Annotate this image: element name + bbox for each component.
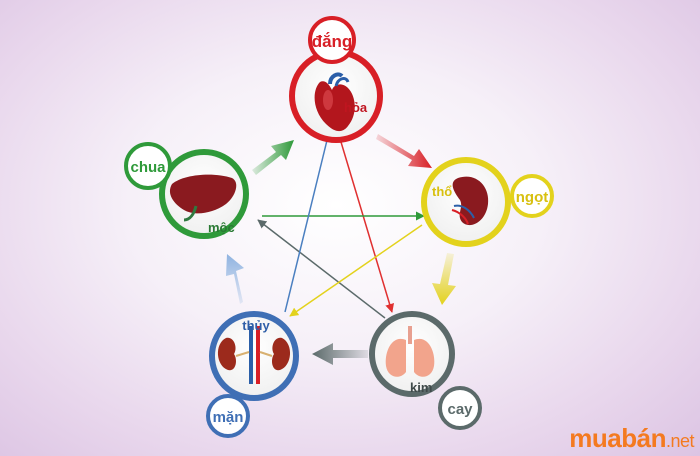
taste-label-water: mặn [213, 409, 244, 426]
element-node-wood: mộc chua [124, 142, 249, 239]
element-label-wood: mộc [208, 220, 235, 235]
element-label-metal: kim [410, 380, 432, 395]
lungs-icon [385, 326, 435, 377]
element-label-water: thủy [242, 318, 270, 333]
kidneys-icon [217, 326, 291, 384]
taste-label-earth: ngọt [516, 189, 548, 206]
element-node-fire: hỏa đắng [289, 16, 383, 143]
element-label-fire: hỏa [344, 100, 368, 115]
taste-label-fire: đắng [312, 32, 353, 51]
control-arrow-fire-metal [337, 131, 394, 313]
element-label-earth: thổ [432, 184, 452, 199]
generation-arrow-water-wood [226, 254, 244, 304]
element-node-metal: kim cay [369, 311, 482, 430]
generation-arrow-metal-water [312, 343, 368, 365]
heart-icon [314, 72, 355, 132]
spleen-icon [451, 176, 489, 226]
element-node-water: thủy mặn [206, 311, 299, 438]
watermark-logo: muabán.net [569, 423, 694, 454]
control-arrow-water-fire [284, 127, 333, 313]
generation-arrow-earth-metal [432, 253, 456, 305]
taste-label-metal: cay [447, 401, 473, 418]
generation-arrow-fire-earth [376, 134, 432, 168]
liver-icon [169, 174, 237, 222]
watermark-main: muabán [569, 423, 666, 453]
element-node-earth: thổ ngọt [421, 157, 554, 247]
watermark-tld: .net [665, 431, 695, 451]
generation-arrow-wood-fire [252, 140, 294, 175]
control-arrow-earth-water [289, 224, 423, 317]
taste-label-wood: chua [130, 159, 166, 176]
control-arrow-metal-wood [257, 219, 386, 319]
